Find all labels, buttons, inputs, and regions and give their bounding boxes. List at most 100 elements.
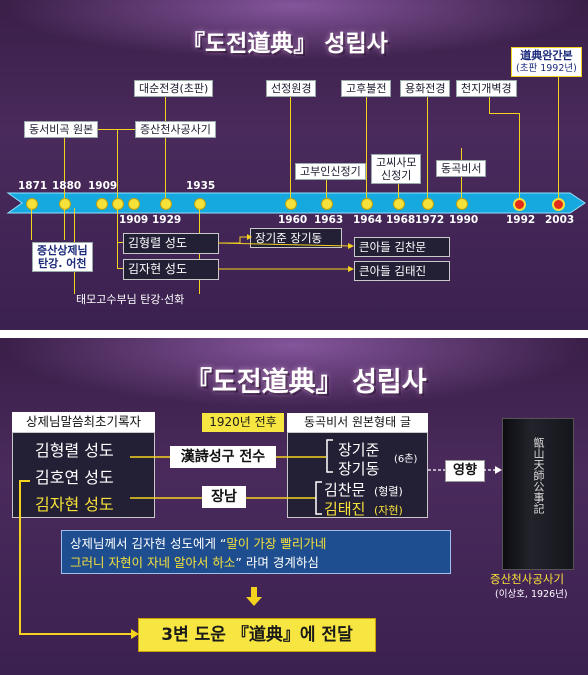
title-glow (0, 0, 588, 60)
title-glow-2 (0, 338, 588, 408)
line-1909-h (97, 129, 135, 130)
donggok-header: 동곡비서 원본형태 글 (287, 413, 428, 432)
year-1871: 1871 (18, 180, 48, 192)
donggok-box: 장기준 장기동 (6촌) 김찬문 (형렬) 김태진 (자현) (287, 432, 428, 518)
book-caption: 증산천사공사기 (490, 572, 565, 586)
dot-1871 (26, 198, 38, 210)
book-image: 甑山天師公事記 (502, 418, 574, 570)
year-1964: 1964 (353, 214, 383, 226)
influence-label: 영향 (445, 460, 485, 482)
year-1880: 1880 (52, 180, 82, 192)
line-1968 (398, 184, 399, 199)
book-cover-title: 甑山天師公事記 (532, 437, 545, 514)
line-1880 (64, 129, 65, 199)
year-1929: 1929 (152, 214, 182, 226)
recorder-2: 김호연 성도 (35, 468, 114, 487)
dot-1992 (513, 198, 526, 211)
dot-2003 (552, 198, 565, 211)
year-1935: 1935 (186, 180, 216, 192)
box-sangje-l1: 증산상제님 (37, 244, 88, 257)
line-1909 (117, 129, 118, 199)
origin-title: 『도전道典』 성립사 (185, 367, 427, 398)
dg-ktj-rel: (자현) (374, 504, 403, 517)
label-1992: 道典완간본 (초판 1992년) (511, 47, 582, 77)
line-1871-down (31, 208, 32, 240)
line-1964 (366, 93, 367, 199)
dg-kcm: 김찬문 (324, 481, 366, 499)
timeline-panel: 『도전道典』 성립사 대순전경(초판) 선정원경 고후불전 용화전경 천지개벽경… (0, 0, 588, 330)
quote-box: 상제님께서 김자현 성도에게 “말이 가장 빨리가네 그러니 자현이 자네 알아… (61, 530, 451, 574)
box-sangje: 증산상제님 탄강. 어천 (32, 242, 93, 272)
year-1909b: 1909 (119, 214, 149, 226)
dot-1935 (194, 198, 206, 210)
dot-1972 (422, 198, 434, 210)
label-1968: 고씨사모 신정기 (371, 154, 422, 184)
year-1963: 1963 (314, 214, 344, 226)
origin-panel: 『도전道典』 성립사 상제님말씀최초기록자 김형렬 성도 김호연 성도 김자현 … (0, 338, 588, 675)
hansi-label: 漢詩성구 전수 (170, 446, 276, 468)
box-son1: 큰아들 김찬문 (354, 237, 450, 257)
line-1960 (290, 93, 291, 199)
label-1992-sub: (초판 1992년) (516, 63, 577, 74)
line-1992 (558, 76, 559, 199)
dot-1968 (393, 198, 405, 210)
dot-1960 (285, 198, 297, 210)
dot-1909a (96, 198, 108, 210)
label-1968-l2: 신정기 (381, 169, 412, 182)
year-1990: 1990 (449, 214, 479, 226)
dg-kcm-rel: (형렬) (374, 485, 403, 498)
quote-pre: 상제님께서 김자현 성도에게 “ (70, 536, 227, 551)
label-1880: 동서비곡 원본 (24, 121, 99, 138)
year-1968: 1968 (386, 214, 416, 226)
label-1960: 선정원경 (266, 80, 317, 97)
flow-arrows (19, 439, 502, 639)
year-1992: 1992 (506, 214, 536, 226)
dot-1909b (112, 198, 124, 210)
dg-jdong: 장기동 (338, 460, 380, 478)
dg-jjun: 장기준 (338, 441, 380, 459)
box-jang: 장기준 장기동 (250, 228, 342, 248)
result-box: 3변 도운 『道典』에 전달 (138, 618, 376, 652)
recorders-header: 상제님말씀최초기록자 (12, 412, 155, 432)
label-1968-l1: 고씨사모 (376, 156, 417, 169)
box-kim-jh: 김자현 성도 (123, 259, 219, 280)
dot-1990 (456, 198, 468, 210)
line-1963 (326, 176, 327, 199)
quote-hl1: 말이 가장 빨리가네 (226, 536, 327, 551)
dot-1880 (59, 198, 71, 210)
quote-hl2: 그러니 자현이 자네 알아서 하소 (70, 555, 236, 570)
label-1972: 용화전경 (400, 80, 451, 97)
year-tag: 1920년 전후 (202, 413, 284, 432)
label-1990b: 동곡비서 (436, 160, 487, 177)
box-sangje-l2: 탄강. 어천 (38, 257, 87, 270)
book-sub: (이상호, 1926년) (495, 589, 568, 600)
line-1929 (165, 93, 166, 199)
line-kim-down (117, 208, 118, 268)
below-arrows (217, 234, 354, 272)
box-kim-hr: 김형렬 성도 (123, 233, 219, 254)
dot-1963 (321, 198, 333, 210)
quote-post: ” 라며 경계하심 (235, 555, 319, 570)
dot-1964 (361, 198, 373, 210)
dg-ktj: 김태진 (324, 500, 366, 518)
jangnam-label: 장남 (202, 486, 246, 508)
box-son2: 큰아들 김태진 (354, 261, 450, 281)
dot-1909c (128, 198, 140, 210)
taemo-label: 태모고수부님 탄강·선화 (76, 293, 185, 306)
line-1990-a (489, 93, 490, 113)
year-1909a: 1909 (88, 180, 118, 192)
label-1992-title: 道典완간본 (520, 49, 573, 62)
recorders-box: 김형렬 성도 김호연 성도 김자현 성도 (12, 432, 155, 518)
dg-6chon: (6촌) (394, 454, 418, 465)
dot-1929 (160, 198, 172, 210)
year-2003: 2003 (545, 214, 575, 226)
year-1960: 1960 (278, 214, 308, 226)
line-1880-down (64, 208, 65, 240)
line-1990-c (519, 113, 520, 199)
recorder-1: 김형렬 성도 (35, 441, 114, 460)
timeline-title: 『도전道典』 성립사 (182, 31, 388, 57)
label-1990: 천지개벽경 (456, 80, 517, 97)
label-1909: 증산천사공사기 (135, 121, 216, 138)
label-1929: 대순전경(초판) (134, 80, 214, 97)
label-1964: 고후불전 (341, 80, 392, 97)
